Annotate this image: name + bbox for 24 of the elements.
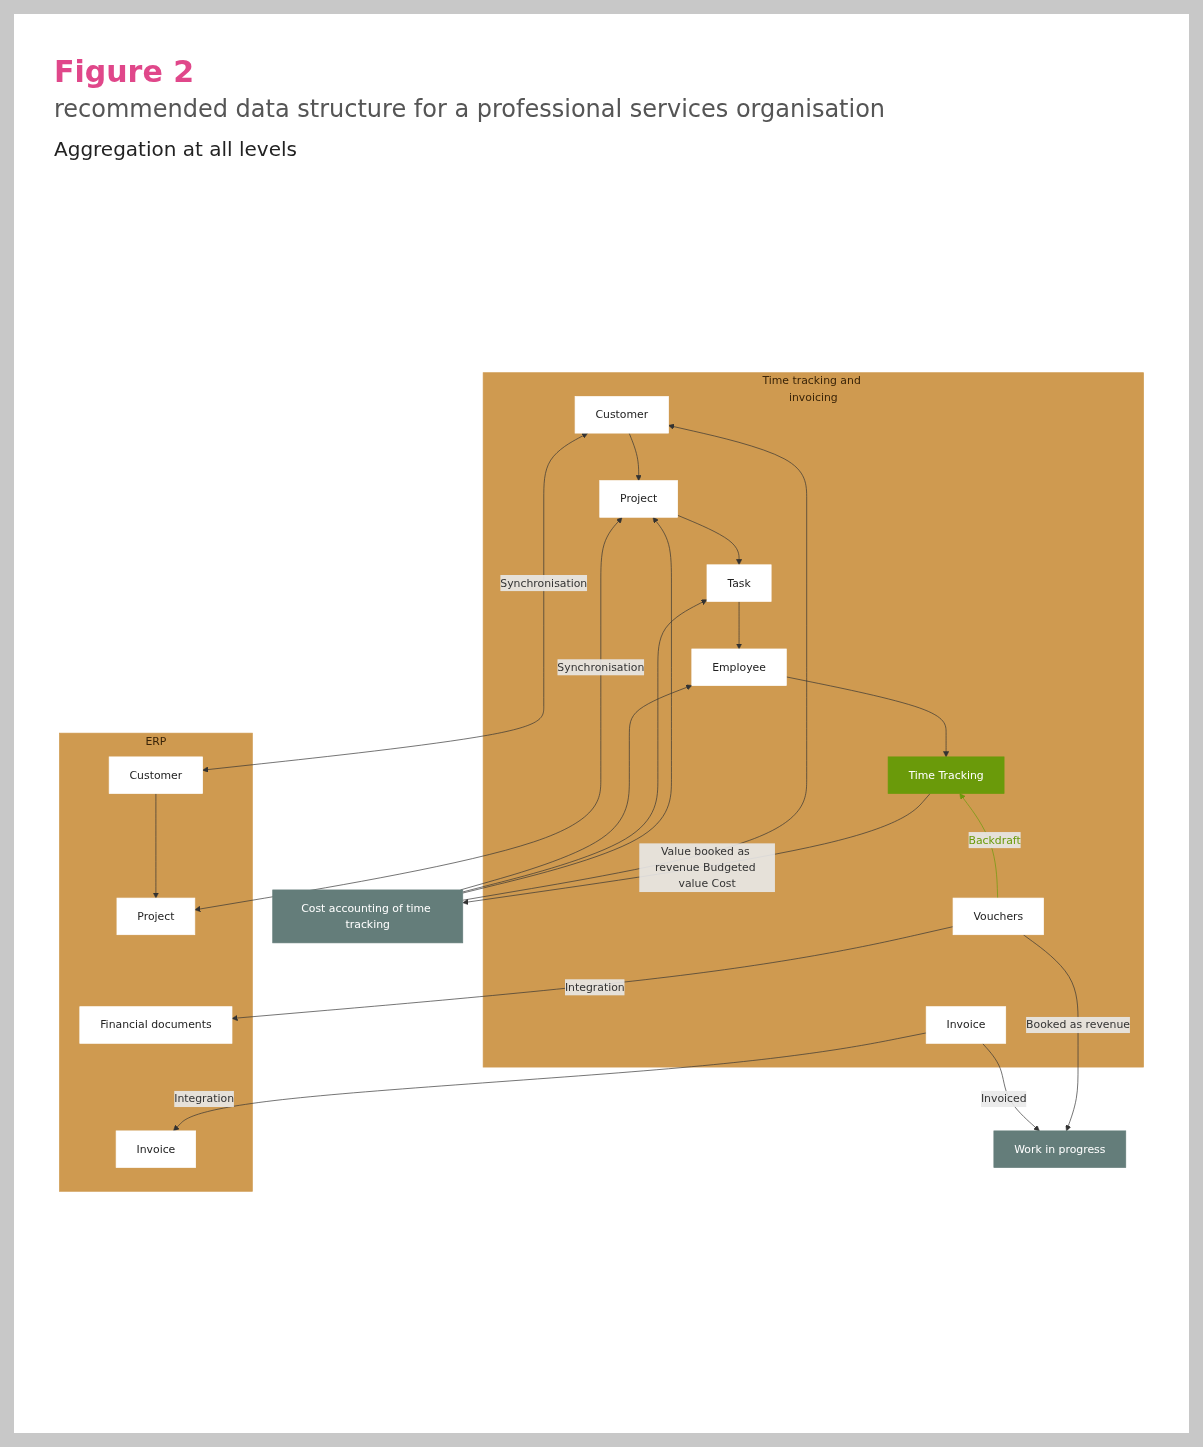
node-box: Task [706,564,772,602]
node-box: Cost accounting of time tracking [272,889,464,944]
node-box: Customer [574,396,669,434]
edge-label: Synchronisation [557,660,645,674]
edge-label: Integration [174,1092,235,1106]
figure-caption: recommended data structure for a professional services organisation [54,95,886,123]
figure-title: Figure 2 [54,54,195,89]
edge-label: Booked as revenue [1026,1018,1130,1032]
edge-label: Integration [564,980,625,994]
edge-label: Value booked as revenue Budgeted value Cost [655,844,756,891]
node-box: Vouchers [952,897,1044,936]
edge-label: Backdraft [968,833,1021,847]
node-box: Work in progress [993,1130,1127,1168]
node-box: Project [116,897,196,936]
node-box: Financial documents [79,1006,233,1044]
node-box: Invoice [115,1130,196,1168]
edge-label: Synchronisation [500,576,588,590]
edge-label: Invoiced [980,1092,1027,1106]
note-text: Aggregation at all levels [54,137,297,161]
node-box: Customer [108,756,203,794]
node-box: Invoice [925,1006,1007,1044]
node-box: Time Tracking [887,756,1005,794]
node-box: Employee [691,648,787,686]
node-box: Project [599,480,678,518]
